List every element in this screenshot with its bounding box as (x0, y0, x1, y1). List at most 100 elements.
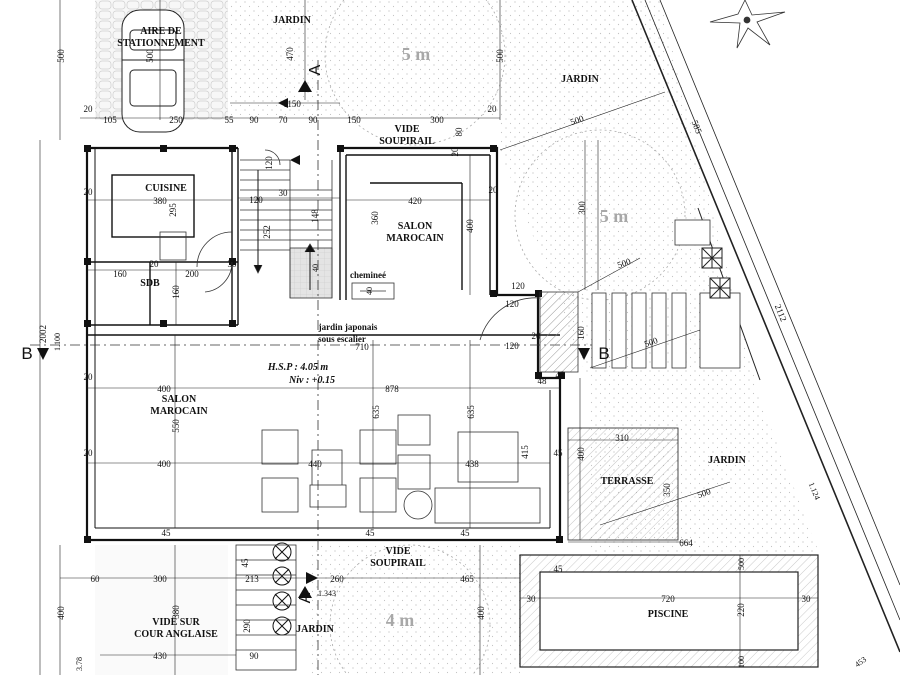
dim: 3.78 (75, 657, 84, 671)
dim: 45 (366, 528, 376, 538)
dim: 2112 (773, 303, 789, 323)
dim: 470 (285, 47, 295, 61)
dim: 45 (162, 528, 172, 538)
dim: 465 (460, 574, 474, 584)
label-cheminee: chemineé (350, 270, 386, 280)
dim: 90 (250, 115, 260, 125)
dim: 200 (185, 269, 199, 279)
dim: 453 (853, 655, 868, 669)
dim: 710 (355, 342, 369, 352)
label-hsp: H.S.P : 4.05 m (267, 362, 328, 373)
label-jardin-japonais-2: sous escalier (318, 334, 366, 344)
dim: 148 (310, 209, 320, 223)
label-vide-cour-1: VIDE SUR (152, 617, 200, 628)
label-jardin-right-mid: JARDIN (708, 455, 747, 466)
label-vide-bottom-2: SOUPIRAIL (370, 558, 426, 569)
label-jardin-bottom: JARDIN (296, 624, 335, 635)
dim: 20 (84, 187, 94, 197)
dim: 30 (527, 594, 537, 604)
dim: 400 (576, 447, 586, 461)
dim: 420 (408, 196, 422, 206)
dim: 360 (370, 211, 380, 225)
label-terrasse: TERRASSE (601, 476, 654, 487)
dim: 438 (465, 459, 479, 469)
label-salon-upper-2: MAROCAIN (386, 233, 444, 244)
dim: 300 (577, 201, 587, 215)
dim: 300 (153, 574, 167, 584)
dim: 45 (554, 564, 564, 574)
dim: 60 (91, 574, 101, 584)
dim: 1.124 (807, 481, 822, 501)
dim: 40 (365, 287, 374, 295)
dim: 300 (430, 115, 444, 125)
entrance-steps (539, 219, 741, 373)
dim: 380 (153, 196, 167, 206)
label-vide-bottom-1: VIDE (385, 546, 410, 557)
dim: 500 (737, 558, 746, 570)
label-sdb: SDB (140, 278, 160, 289)
dim: 20 (150, 259, 160, 269)
pool (519, 554, 819, 668)
dim: 290 (242, 619, 252, 633)
doors (159, 149, 541, 341)
radius-label-bottom: 4 m (386, 610, 415, 630)
dim: 635 (466, 405, 476, 419)
dim: 20 (489, 185, 499, 195)
label-salon-lower-1: SALON (162, 394, 197, 405)
dim: 120 (264, 156, 274, 170)
dim: 252 (262, 225, 272, 239)
label-jardin-right-top: JARDIN (561, 74, 600, 85)
label-cuisine: CUISINE (145, 183, 187, 194)
radius-circles (324, 0, 686, 675)
label-salon-upper-1: SALON (398, 221, 433, 232)
columns (84, 145, 565, 543)
dim: 20 (488, 104, 498, 114)
dim: 310 (615, 433, 629, 443)
dim: 45 (554, 448, 564, 458)
dim: 500 (569, 113, 586, 127)
dim: 150 (347, 115, 361, 125)
dim: 40 (311, 264, 320, 272)
dim: 45 (240, 558, 250, 568)
section-b-left: B (21, 344, 32, 363)
garden-texture-right (500, 0, 820, 555)
label-stationnement-2: STATIONNEMENT (117, 38, 205, 49)
dim: 220 (736, 603, 746, 617)
cour-paving (95, 545, 228, 675)
section-b-right: B (598, 344, 609, 363)
dimension-texts: 500 470 500 500 1150 20 105 250 55 90 70… (38, 47, 868, 671)
dim: 55 (225, 115, 235, 125)
dim: 160 (576, 326, 586, 340)
section-arrows (37, 80, 590, 598)
dim: 120 (505, 299, 519, 309)
dim: 1150 (283, 99, 301, 109)
label-vide-cour-2: COUR ANGLAISE (134, 629, 218, 640)
dim: 500 (56, 49, 66, 63)
dim: 295 (168, 203, 178, 217)
dim: 2002 (38, 325, 48, 343)
dim: 20 (532, 331, 542, 341)
section-a-bottom: A (297, 592, 314, 603)
north-compass-icon (709, 0, 786, 49)
dim: 120 (505, 341, 519, 351)
dim: 30 (279, 188, 289, 198)
radius-label-right: 5 m (600, 206, 629, 226)
dim: 635 (371, 405, 381, 419)
dim: 30 (802, 594, 812, 604)
dim: 350 (662, 483, 672, 497)
dim: 120 (249, 195, 263, 205)
dim: 45 (556, 370, 566, 380)
garden-texture-bottom (310, 545, 520, 675)
car-icon (121, 9, 185, 133)
dim: 400 (157, 384, 171, 394)
dimension-lines (39, 0, 818, 675)
dim: 400 (56, 606, 66, 620)
furniture (261, 282, 541, 524)
dim: 400 (157, 459, 171, 469)
dim: 90 (250, 651, 260, 661)
dim: 20 (84, 448, 94, 458)
dim: 100 (737, 656, 746, 668)
dim: 20 (84, 372, 94, 382)
dim: 45 (461, 528, 471, 538)
